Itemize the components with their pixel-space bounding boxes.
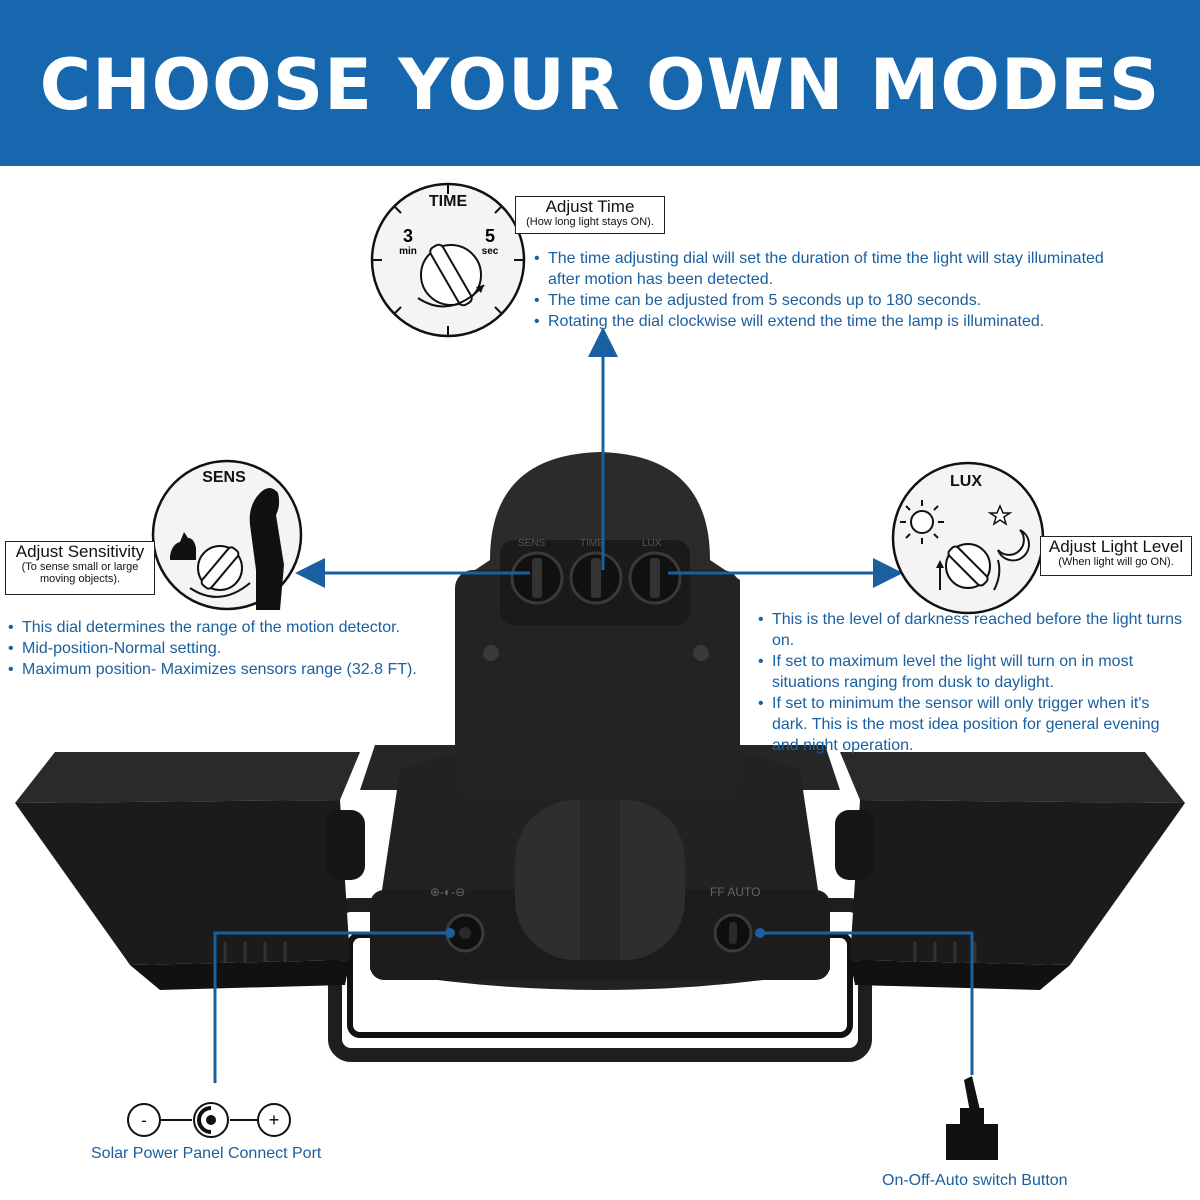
- lux-description: This is the level of darkness reached be…: [758, 609, 1183, 756]
- adjust-sensitivity-subtitle: (To sense small or large moving objects)…: [21, 561, 139, 585]
- lux-dial-label: LUX: [950, 473, 982, 490]
- adjust-time-subtitle: (How long light stays ON).: [526, 216, 654, 228]
- dc-port-polarity-icon: - +: [127, 1102, 291, 1138]
- switch-mark: FF AUTO: [710, 885, 761, 899]
- adjust-time-label: Adjust Time (How long light stays ON).: [515, 196, 665, 234]
- time-dial-mark: TIME: [580, 538, 604, 549]
- time-dial-icon: TIME 3 min 5 sec: [370, 182, 526, 338]
- lux-bullet: This is the level of darkness reached be…: [758, 609, 1183, 651]
- sens-bullet: Maximum position- Maximizes sensors rang…: [8, 659, 468, 680]
- time-min-value: 3: [403, 226, 413, 246]
- adjust-light-level-label: Adjust Light Level (When light will go O…: [1040, 536, 1192, 576]
- time-bullet: Rotating the dial clockwise will extend …: [534, 311, 1134, 332]
- time-sec-value: 5: [485, 226, 495, 246]
- adjust-sensitivity-label: Adjust Sensitivity (To sense small or la…: [5, 541, 155, 595]
- time-min-unit: min: [399, 246, 417, 257]
- lux-bullet: If set to maximum level the light will t…: [758, 651, 1183, 693]
- adjust-light-level-title: Adjust Light Level: [1048, 537, 1184, 556]
- time-bullet: The time can be adjusted from 5 seconds …: [534, 290, 1134, 311]
- header-banner: CHOOSE YOUR OWN MODES: [0, 0, 1200, 166]
- lux-bullet: If set to minimum the sensor will only t…: [758, 693, 1183, 756]
- plus-symbol: +: [269, 1110, 280, 1130]
- sens-bullet: Mid-position-Normal setting.: [8, 638, 468, 659]
- sens-dial-mark: SENS: [518, 538, 546, 549]
- sens-dial-label: SENS: [202, 469, 246, 486]
- port-mark: ⊕-◐-⊖: [430, 885, 466, 899]
- time-description: The time adjusting dial will set the dur…: [534, 248, 1134, 332]
- time-sec-unit: sec: [482, 246, 499, 257]
- sens-bullet: This dial determines the range of the mo…: [8, 617, 468, 638]
- toggle-switch-icon: [946, 1076, 998, 1160]
- switch-caption: On-Off-Auto switch Button: [882, 1172, 1068, 1189]
- page-title: CHOOSE YOUR OWN MODES: [39, 44, 1161, 126]
- adjust-sensitivity-title: Adjust Sensitivity: [15, 542, 145, 561]
- time-dial-label: TIME: [429, 193, 468, 210]
- time-bullet: The time adjusting dial will set the dur…: [534, 248, 1134, 290]
- lux-dial-mark: LUX: [642, 538, 662, 549]
- lux-dial-icon: LUX: [891, 461, 1045, 615]
- sens-dial-icon: SENS: [151, 459, 303, 611]
- solar-port-caption: Solar Power Panel Connect Port: [91, 1145, 322, 1162]
- sens-description: This dial determines the range of the mo…: [8, 617, 468, 680]
- adjust-time-title: Adjust Time: [545, 197, 635, 216]
- minus-symbol: -: [141, 1111, 147, 1130]
- adjust-light-level-subtitle: (When light will go ON).: [1058, 556, 1174, 568]
